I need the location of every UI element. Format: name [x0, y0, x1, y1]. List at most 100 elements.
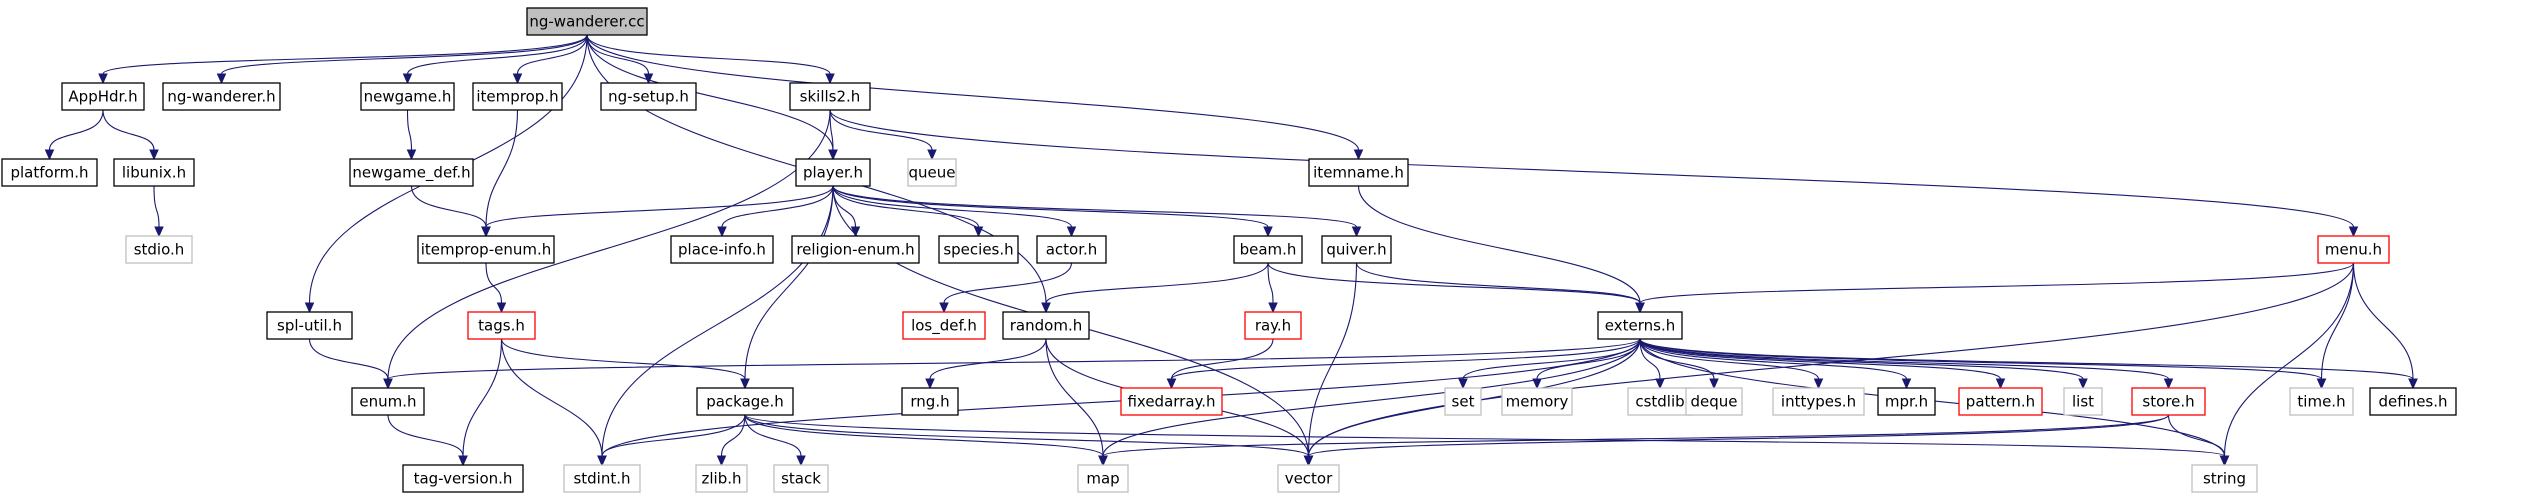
- edge-arrowhead: [1458, 378, 1468, 390]
- node-vector: vector: [1277, 464, 1340, 493]
- node-itemname-h[interactable]: itemname.h: [1308, 158, 1409, 187]
- node-label: enum.h: [359, 393, 416, 411]
- edge-line: [1267, 262, 1274, 304]
- node-label: quiver.h: [1326, 241, 1386, 259]
- node-box: [938, 235, 1019, 264]
- edge-beam_h-to-ray_h: [1267, 262, 1278, 314]
- node-tags-h[interactable]: tags.h: [467, 311, 536, 340]
- node-box: [1077, 464, 1129, 493]
- node-newgame-def-h[interactable]: newgame_def.h: [349, 158, 474, 187]
- edge-player_h-to-quiver_h: [832, 185, 1362, 238]
- node-random-h[interactable]: random.h: [1002, 311, 1090, 340]
- node-defines-h[interactable]: defines.h: [2369, 387, 2457, 416]
- edge-externs_h-to-pattern_h: [1639, 338, 2006, 390]
- node-mpr-h[interactable]: mpr.h: [1877, 387, 1936, 416]
- node-label: beam.h: [1240, 241, 1297, 259]
- node-religion-enum-h[interactable]: religion-enum.h: [791, 235, 920, 264]
- node-rng-h[interactable]: rng.h: [901, 387, 959, 416]
- node-ray-h[interactable]: ray.h: [1244, 311, 1302, 340]
- edge-arrowhead: [154, 226, 164, 238]
- edge-line: [1307, 262, 2355, 457]
- node-box: [1627, 387, 1693, 416]
- edge-line: [410, 185, 487, 228]
- node-apphdr-h[interactable]: AppHdr.h: [61, 82, 145, 111]
- node-label: stack: [781, 470, 821, 488]
- node-place-info-h[interactable]: place-info.h: [670, 235, 774, 264]
- node-los-def-h[interactable]: los_def.h: [902, 311, 986, 340]
- node-label: species.h: [943, 241, 1013, 259]
- node-player-h[interactable]: player.h: [795, 158, 871, 187]
- edge-line: [2167, 414, 2226, 457]
- node-box: [2191, 464, 2258, 493]
- node-store-h[interactable]: store.h: [2131, 387, 2206, 416]
- node-list: list: [2063, 387, 2103, 416]
- node-tag-version-h[interactable]: tag-version.h: [402, 464, 524, 493]
- node-enum-h[interactable]: enum.h: [351, 387, 425, 416]
- node-menu-h[interactable]: menu.h: [2317, 235, 2390, 264]
- edge-apphdr_h-to-libunix_h: [102, 109, 159, 161]
- edge-arrowhead: [1655, 378, 1665, 390]
- node-label: queue: [909, 164, 956, 182]
- node-label: deque: [1690, 393, 1737, 411]
- edge-line: [500, 338, 746, 380]
- edge-arrowhead: [1995, 378, 2006, 390]
- node-box: [791, 235, 920, 264]
- node-stack: stack: [773, 464, 829, 493]
- node-map: map: [1077, 464, 1129, 493]
- edge-tags_h-to-tag_version_h: [458, 338, 503, 467]
- node-pattern-h[interactable]: pattern.h: [1958, 387, 2043, 416]
- edge-line: [485, 109, 519, 228]
- edge-arrowhead: [481, 226, 491, 238]
- node-box: [472, 82, 563, 111]
- edge-arrowhead: [925, 378, 935, 390]
- node-box: [1036, 235, 1107, 264]
- edge-libunix_h-to-stdio_h: [153, 185, 164, 238]
- node-skills2-h[interactable]: skills2.h: [789, 82, 871, 111]
- node-box: [417, 235, 555, 264]
- edge-line: [586, 34, 831, 75]
- node-ng-wanderer-cc[interactable]: ng-wanderer.cc: [526, 7, 648, 36]
- node-actor-h[interactable]: actor.h: [1036, 235, 1107, 264]
- node-package-h[interactable]: package.h: [696, 387, 794, 416]
- edge-line: [1639, 338, 1661, 380]
- edge-line: [832, 185, 1073, 228]
- node-stdint-h: stdint.h: [563, 464, 641, 493]
- node-externs-h[interactable]: externs.h: [1597, 311, 1683, 340]
- node-label: los_def.h: [911, 317, 977, 336]
- node-fixedarray-h[interactable]: fixedarray.h: [1120, 387, 1223, 416]
- node-beam-h[interactable]: beam.h: [1233, 235, 1303, 264]
- node-itemprop-h[interactable]: itemprop.h: [472, 82, 563, 111]
- edge-arrowhead: [716, 455, 727, 467]
- node-itemprop-enum-h[interactable]: itemprop-enum.h: [417, 235, 555, 264]
- edge-store_h-to-string: [2167, 414, 2230, 467]
- node-ng-wanderer-h[interactable]: ng-wanderer.h: [162, 82, 281, 111]
- edge-player_h-to-itemprop_enum_h: [481, 185, 834, 238]
- edge-line: [462, 338, 503, 457]
- node-species-h[interactable]: species.h: [938, 235, 1019, 264]
- edge-arrowhead: [98, 73, 108, 85]
- edge-arrowhead: [927, 149, 937, 161]
- node-spl-util-h[interactable]: spl-util.h: [266, 311, 353, 340]
- node-box: [2131, 387, 2206, 416]
- edge-itemprop_h-to-itemprop_enum_h: [481, 109, 519, 238]
- node-box: [125, 235, 193, 264]
- edge-player_h-to-species_h: [832, 185, 984, 238]
- edge-line: [832, 185, 980, 228]
- edge-line: [721, 185, 834, 228]
- edge-externs_h-to-deque: [1639, 338, 1719, 390]
- node-box: [266, 311, 353, 340]
- edge-package_h-to-stdint_h: [597, 414, 746, 467]
- node-quiver-h[interactable]: quiver.h: [1321, 235, 1392, 264]
- node-platform-h[interactable]: platform.h: [1, 158, 98, 187]
- edge-line: [586, 34, 834, 151]
- edge-line: [832, 185, 1269, 228]
- node-box: [467, 311, 536, 340]
- node-newgame-h[interactable]: newgame.h: [360, 82, 455, 111]
- edge-line: [387, 414, 464, 457]
- edge-externs_h-to-cstdlib: [1639, 338, 1665, 390]
- edge-line: [1307, 414, 2170, 457]
- node-label: zlib.h: [701, 470, 741, 488]
- node-ng-setup-h[interactable]: ng-setup.h: [600, 82, 697, 111]
- node-libunix-h[interactable]: libunix.h: [113, 158, 195, 187]
